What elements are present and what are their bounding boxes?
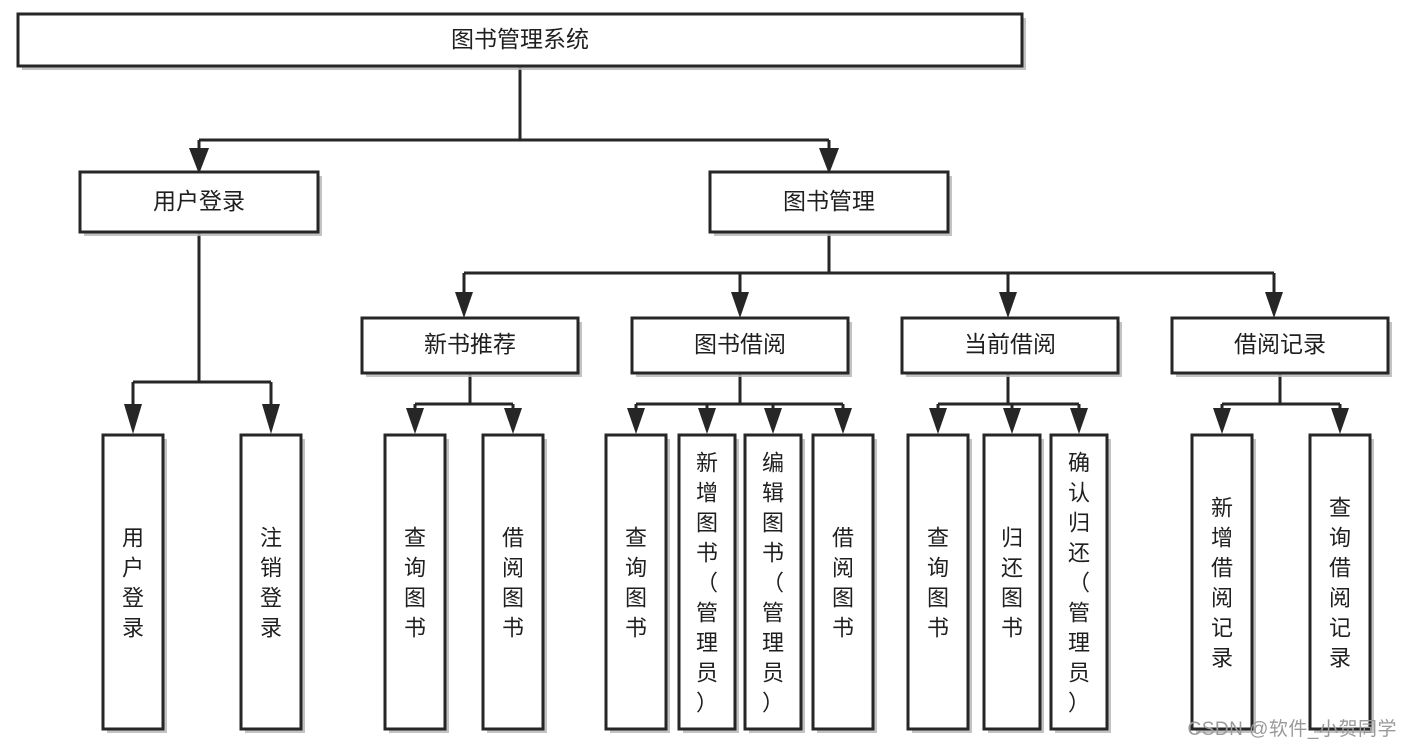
node-current-borrow[interactable]: 当前借阅 [900,316,1122,377]
node-current-borrow-box[interactable] [900,316,1120,375]
node-leaf-borrow-book-2-box[interactable] [811,433,875,731]
node-leaf-query-book-3-label: 查询图书 [927,525,949,640]
node-leaf-query-book-1[interactable]: 查询图书 [383,433,449,733]
arrowhead-leaf-query-book-1 [406,408,424,434]
arrowhead-leaf-confirm-return [1070,408,1088,434]
node-book-borrow[interactable]: 图书借阅 [630,316,852,377]
node-borrow-record-box[interactable] [1170,316,1390,375]
node-leaf-borrow-book-1[interactable]: 借阅图书 [481,433,547,733]
node-leaf-edit-book-box[interactable] [743,433,803,731]
arrowhead-leaf-add-record [1213,408,1231,434]
node-borrow-record-label: 借阅记录 [1234,331,1326,357]
arrowhead-user-login [189,148,209,174]
arrowhead-leaf-borrow-book-2 [834,408,852,434]
arrowhead-leaf-query-book-3 [929,408,947,434]
node-leaf-query-book-2-label: 查询图书 [625,525,647,640]
arrowhead-leaf-borrow-book-1 [504,408,522,434]
node-leaf-return-book[interactable]: 归还图书 [982,433,1044,733]
arrowhead-leaf-edit-book [764,408,782,434]
arrowhead-leaf-return-book [1003,408,1021,434]
node-leaf-query-book-1-box[interactable] [383,433,447,731]
node-leaf-add-record[interactable]: 新增借阅记录 [1190,433,1256,733]
node-book-manage[interactable]: 图书管理 [708,170,952,236]
node-leaf-add-record-box[interactable] [1190,433,1254,731]
node-book-manage-label: 图书管理 [783,188,875,214]
node-leaf-add-book-label: 新增图书（管理员） [696,450,718,715]
node-leaf-confirm-return[interactable]: 确认归还（管理员） [1049,433,1111,733]
node-leaf-return-book-label: 归还图书 [1001,525,1023,640]
node-root[interactable]: 图书管理系统 [16,12,1026,70]
arrowhead-book-manage [819,148,839,174]
node-leaf-borrow-book-1-label: 借阅图书 [502,525,524,640]
node-leaf-logout-box[interactable] [239,433,303,731]
node-root-label: 图书管理系统 [451,26,589,52]
node-leaf-borrow-book-2-label: 借阅图书 [832,525,854,640]
node-borrow-record[interactable]: 借阅记录 [1170,316,1392,377]
node-new-book-recommend[interactable]: 新书推荐 [360,316,582,377]
node-leaf-query-record-box[interactable] [1308,433,1372,731]
node-leaf-confirm-return-box[interactable] [1049,433,1109,731]
node-leaf-logout-label: 注销登录 [260,525,282,640]
node-leaf-add-record-label: 新增借阅记录 [1211,495,1233,670]
node-leaf-user-login[interactable]: 用户登录 [101,433,167,733]
node-new-book-recommend-label: 新书推荐 [424,331,516,357]
node-leaf-return-book-box[interactable] [982,433,1042,731]
node-leaf-user-login-box[interactable] [101,433,165,731]
node-leaf-query-record[interactable]: 查询借阅记录 [1308,433,1374,733]
arrowhead-leaf-logout [262,404,280,434]
arrowhead-leaf-add-book [698,408,716,434]
node-leaf-edit-book-label: 编辑图书（管理员） [762,450,784,715]
arrowhead-current-borrow [999,292,1017,318]
node-book-manage-box[interactable] [708,170,950,234]
node-leaf-add-book-box[interactable] [677,433,737,731]
node-new-book-recommend-box[interactable] [360,316,580,375]
node-leaf-logout[interactable]: 注销登录 [239,433,305,733]
node-leaf-query-book-2[interactable]: 查询图书 [604,433,670,733]
node-book-borrow-box[interactable] [630,316,850,375]
node-leaf-edit-book[interactable]: 编辑图书（管理员） [743,433,805,733]
node-current-borrow-label: 当前借阅 [964,331,1056,357]
arrowhead-leaf-user-login [124,404,142,434]
arrowhead-borrow-record [1265,292,1283,318]
node-leaf-query-book-3[interactable]: 查询图书 [906,433,972,733]
arrowhead-leaf-query-record [1331,408,1349,434]
node-user-login-label: 用户登录 [153,188,245,214]
arrowhead-new-book-recommend [455,292,473,318]
node-user-login[interactable]: 用户登录 [78,170,322,236]
leaf-node-group: 用户登录 注销登录 查询图书 借阅图书 [101,433,1374,733]
arrowhead-book-borrow [731,292,749,318]
node-book-borrow-label: 图书借阅 [694,331,786,357]
node-leaf-borrow-book-2[interactable]: 借阅图书 [811,433,877,733]
arrowhead-leaf-query-book-2 [627,408,645,434]
node-leaf-query-book-2-box[interactable] [604,433,668,731]
node-leaf-query-book-1-label: 查询图书 [404,525,426,640]
node-leaf-query-book-3-box[interactable] [906,433,970,731]
node-user-login-box[interactable] [78,170,320,234]
node-leaf-borrow-book-1-box[interactable] [481,433,545,731]
edge-layer [124,66,1349,434]
node-leaf-user-login-label: 用户登录 [122,525,144,640]
node-leaf-query-record-label: 查询借阅记录 [1329,495,1351,670]
node-leaf-add-book[interactable]: 新增图书（管理员） [677,433,739,733]
node-layer: 图书管理系统 用户登录 图书管理 新书推荐 [16,12,1392,733]
node-root-box[interactable] [16,12,1024,68]
node-leaf-confirm-return-label: 确认归还（管理员） [1068,450,1090,715]
